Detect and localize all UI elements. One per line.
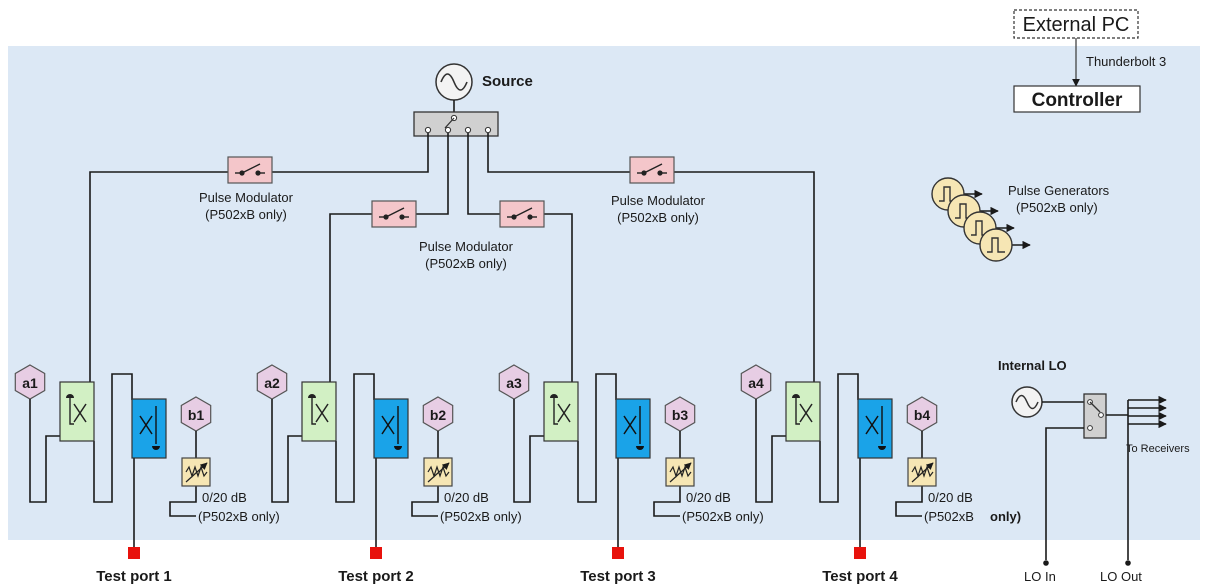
pulse-modulator-center-title: Pulse Modulator xyxy=(419,239,514,254)
pulse-modulator-3-icon xyxy=(499,200,545,228)
attenuator-wire xyxy=(169,486,197,517)
reference-coupler xyxy=(301,381,337,442)
test-port-label: Test port 3 xyxy=(580,568,656,585)
receiver-label: b4 xyxy=(914,407,931,423)
lo-in-label: LO In xyxy=(1024,569,1056,584)
receiver-label: b1 xyxy=(188,407,205,423)
test-port-label: Test port 1 xyxy=(96,568,172,585)
step-attenuator-icon xyxy=(907,457,937,487)
pulse-modulator-4-title: Pulse Modulator xyxy=(611,193,706,208)
pulse-generators-title: Pulse Generators xyxy=(1008,183,1110,198)
directional-bridge xyxy=(373,398,409,459)
receiver-label: b2 xyxy=(430,407,447,423)
pulse-modulator-1-note: (P502xB only) xyxy=(205,207,287,222)
attenuator-range: 0/20 dB xyxy=(444,490,489,505)
attenuator-range: 0/20 dB xyxy=(928,490,973,505)
step-attenuator-icon xyxy=(423,457,453,487)
attenuator-note: (P502xB only) xyxy=(682,509,764,524)
receiver-fanout xyxy=(1106,395,1167,560)
reference-coupler xyxy=(543,381,579,442)
pulse-modulator-1-title: Pulse Modulator xyxy=(199,190,294,205)
lo-in-terminal xyxy=(1043,560,1049,566)
pulse-modulator-1-icon xyxy=(227,156,273,184)
thunderbolt-label: Thunderbolt 3 xyxy=(1086,54,1166,69)
external-pc-label: External PC xyxy=(1023,14,1130,36)
step-attenuator-icon xyxy=(665,457,695,487)
port-channel-3: a3 b3 0/20 dB (P502xB only) Test port 3 xyxy=(498,364,764,585)
port-channel-2: a2 b2 0/20 dB (P502xB only) Test port 2 xyxy=(256,364,522,585)
test-port-label: Test port 4 xyxy=(822,568,898,585)
pulse-modulator-center-note: (P502xB only) xyxy=(425,256,507,271)
a-receiver-wire xyxy=(513,399,544,503)
controller-label: Controller xyxy=(1032,90,1123,111)
lo-oscillator-icon xyxy=(1011,386,1043,418)
coupler-to-bridge-wire xyxy=(819,373,859,503)
port-channel-4: a4 b4 0/20 dB (P502xB only) Test port 4 xyxy=(740,364,1021,585)
test-port-label: Test port 2 xyxy=(338,568,414,585)
test-port-marker xyxy=(370,547,382,559)
receiver-label: a3 xyxy=(506,375,522,391)
receiver-label: a1 xyxy=(22,375,38,391)
test-receiver-b3: b3 xyxy=(664,396,696,432)
reference-coupler xyxy=(785,381,821,442)
attenuator-wire xyxy=(895,486,923,517)
controller-box: Controller xyxy=(1013,85,1141,113)
reference-receiver-a2: a2 xyxy=(256,364,288,400)
directional-bridge xyxy=(131,398,167,459)
attenuator-range: 0/20 dB xyxy=(202,490,247,505)
lo-out-terminal xyxy=(1125,560,1131,566)
coupler-to-bridge-wire xyxy=(93,373,133,503)
pulse-generators-note: (P502xB only) xyxy=(1016,200,1098,215)
directional-bridge xyxy=(615,398,651,459)
step-attenuator-icon xyxy=(181,457,211,487)
receiver-label: b3 xyxy=(672,407,689,423)
pulse-modulator-4-icon xyxy=(629,156,675,184)
attenuator-note-suffix: only) xyxy=(990,509,1021,524)
a-receiver-wire xyxy=(271,399,302,503)
a-receiver-wire xyxy=(29,399,60,503)
internal-lo-label: Internal LO xyxy=(998,358,1067,373)
a-receiver-wire xyxy=(755,399,786,503)
attenuator-note: (P502xB only) xyxy=(440,509,522,524)
attenuator-wire xyxy=(653,486,681,517)
source-switch xyxy=(413,111,499,137)
reference-receiver-a4: a4 xyxy=(740,364,772,400)
directional-bridge xyxy=(857,398,893,459)
pulse-modulator-4-note: (P502xB only) xyxy=(617,210,699,225)
attenuator-wire xyxy=(411,486,439,517)
lo-switch xyxy=(1083,393,1107,439)
source-label: Source xyxy=(482,73,533,90)
lo-out-label: LO Out xyxy=(1100,569,1142,584)
pulse-generator-4 xyxy=(979,228,1031,262)
pulse-modulators xyxy=(227,156,675,228)
coupler-to-bridge-wire xyxy=(335,373,375,503)
attenuator-note: (P502xB only) xyxy=(198,509,280,524)
receiver-label: a4 xyxy=(748,375,764,391)
external-pc-box: External PC xyxy=(1013,9,1139,39)
reference-coupler xyxy=(59,381,95,442)
test-port-marker xyxy=(128,547,140,559)
receiver-label: a2 xyxy=(264,375,280,391)
attenuator-note-prefix: (P502xB xyxy=(924,509,974,524)
pulse-generators-icon xyxy=(931,177,1031,262)
to-receivers-label: To Receivers xyxy=(1126,443,1190,455)
test-port-marker xyxy=(612,547,624,559)
attenuator-range: 0/20 dB xyxy=(686,490,731,505)
lo-in-wire xyxy=(1045,427,1084,560)
port-channel-1: a1 b1 0/20 dB (P502xB only) Test port 1 xyxy=(14,364,280,585)
source-oscillator-icon xyxy=(435,63,473,101)
port-channels: a1 b1 0/20 dB (P502xB only) Test port 1 a2 b2 0… xyxy=(14,364,1021,585)
coupler-to-bridge-wire xyxy=(577,373,617,503)
test-port-marker xyxy=(854,547,866,559)
reference-receiver-a3: a3 xyxy=(498,364,530,400)
test-receiver-b4: b4 xyxy=(906,396,938,432)
pulse-modulator-2-icon xyxy=(371,200,417,228)
